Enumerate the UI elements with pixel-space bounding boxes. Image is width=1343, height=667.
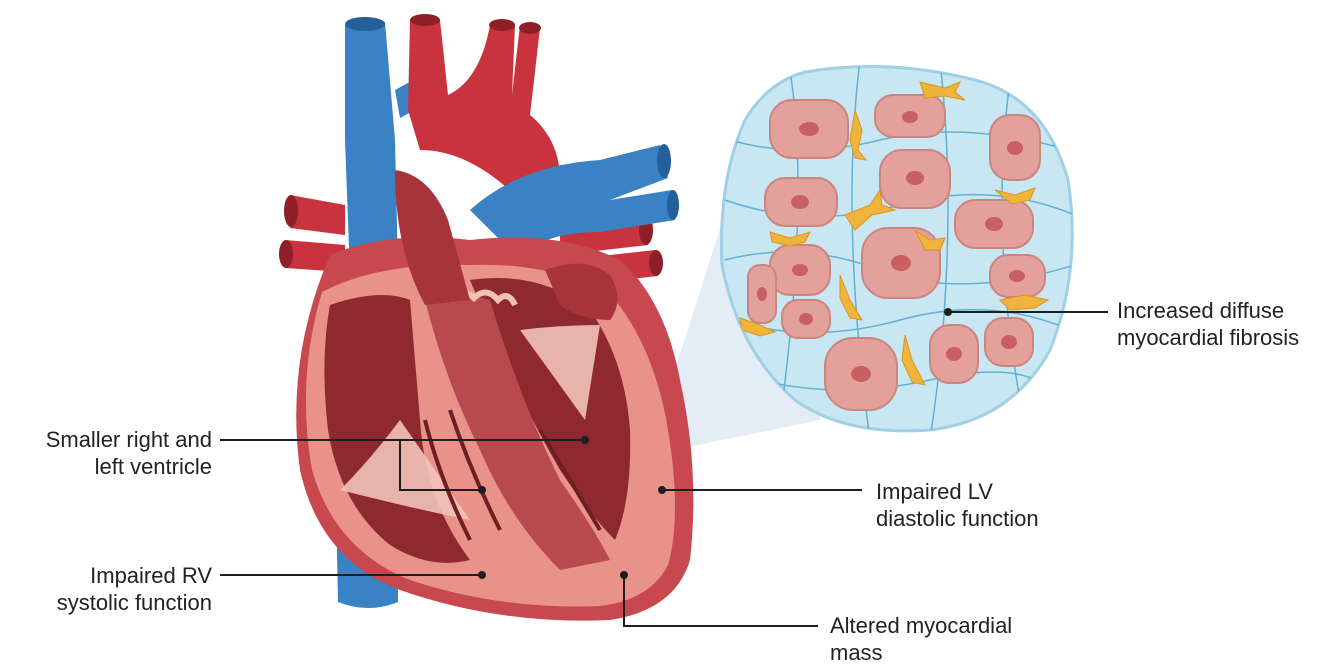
label-fibrosis: Increased diffuse myocardial fibrosis [1117,297,1299,351]
label-lv-diastolic-line1: Impaired LV [876,478,1039,505]
superior-vena-cava [345,22,398,275]
label-fibrosis-line1: Increased diffuse [1117,297,1299,324]
label-lv-diastolic: Impaired LV diastolic function [876,478,1039,532]
label-mass-line1: Altered myocardial [830,612,1012,639]
label-ventricle-line2: left ventricle [0,453,212,480]
label-rv-systolic-line1: Impaired RV [0,562,212,589]
label-lv-diastolic-line2: diastolic function [876,505,1039,532]
label-mass: Altered myocardial mass [830,612,1012,666]
label-fibrosis-line2: myocardial fibrosis [1117,324,1299,351]
label-rv-systolic: Impaired RV systolic function [0,562,212,616]
label-rv-systolic-line2: systolic function [0,589,212,616]
label-mass-line2: mass [830,639,1012,666]
label-ventricle: Smaller right and left ventricle [0,426,212,480]
label-ventricle-line1: Smaller right and [0,426,212,453]
vena-cava-opening [345,17,385,31]
